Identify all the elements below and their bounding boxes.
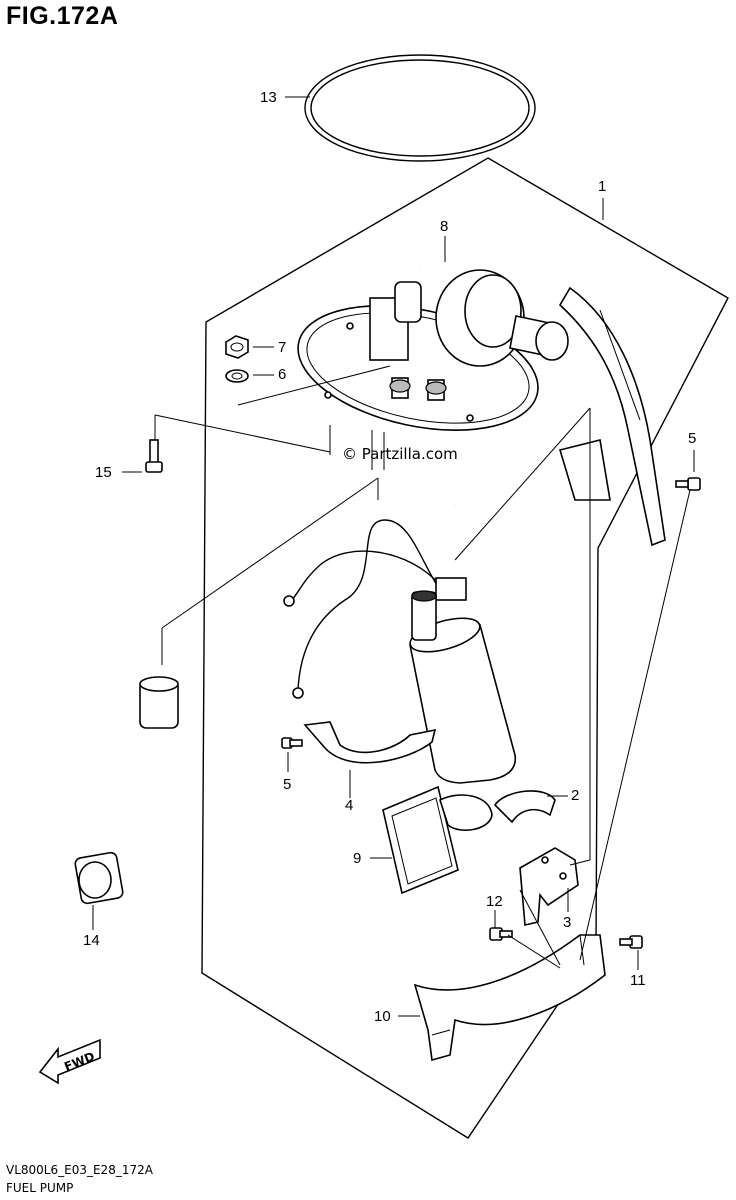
o-ring-part <box>304 54 536 162</box>
callout-8[interactable]: 8 <box>440 218 449 235</box>
figure-title: FIG.172A <box>6 2 119 30</box>
callout-14[interactable]: 14 <box>83 932 100 949</box>
callout-13[interactable]: 13 <box>260 89 277 106</box>
figure-name: FUEL PUMP <box>6 1181 74 1195</box>
nut-part <box>225 335 249 359</box>
watermark-text: © Partzilla.com <box>342 445 458 463</box>
callout-12[interactable]: 12 <box>486 893 503 910</box>
fuel-filter-part <box>382 785 493 895</box>
callout-1[interactable]: 1 <box>598 178 607 195</box>
callout-6[interactable]: 6 <box>278 366 287 383</box>
callout-5-lower[interactable]: 5 <box>283 776 292 793</box>
wire-harness-part <box>283 519 467 699</box>
callout-10[interactable]: 10 <box>374 1008 391 1025</box>
pump-bracket-frame <box>558 286 666 547</box>
callout-2[interactable]: 2 <box>571 787 580 804</box>
fuel-hose-part <box>418 241 568 292</box>
bolt-11-part <box>619 935 643 949</box>
assembly-outline <box>201 157 729 1139</box>
bottom-tray-part <box>413 934 606 1062</box>
bolt-15-part <box>145 439 163 473</box>
bolt-5-upper-part <box>675 477 701 491</box>
callout-9[interactable]: 9 <box>353 850 362 867</box>
fuel-hose-line-part <box>15 676 179 905</box>
pump-cushion-part <box>493 790 556 824</box>
washer-part <box>225 369 249 383</box>
figure-code: VL800L6_E03_E28_172A <box>6 1163 153 1177</box>
lower-bracket-part <box>519 847 579 926</box>
callout-11[interactable]: 11 <box>630 972 646 989</box>
callout-7[interactable]: 7 <box>278 339 287 356</box>
pump-clamp-part <box>303 721 437 764</box>
fuel-pump-motor-part <box>409 590 517 784</box>
callout-5-upper[interactable]: 5 <box>688 430 697 447</box>
fwd-arrow-icon: FWD <box>38 1038 101 1085</box>
callout-15[interactable]: 15 <box>95 464 112 481</box>
suction-pipe-part <box>371 430 459 515</box>
bolt-5-lower-part <box>281 737 303 749</box>
leader-lines <box>92 96 695 1017</box>
callout-4[interactable]: 4 <box>345 797 354 814</box>
bolt-12-part <box>489 927 513 941</box>
callout-3[interactable]: 3 <box>563 914 572 931</box>
pump-flange-part <box>297 269 569 431</box>
